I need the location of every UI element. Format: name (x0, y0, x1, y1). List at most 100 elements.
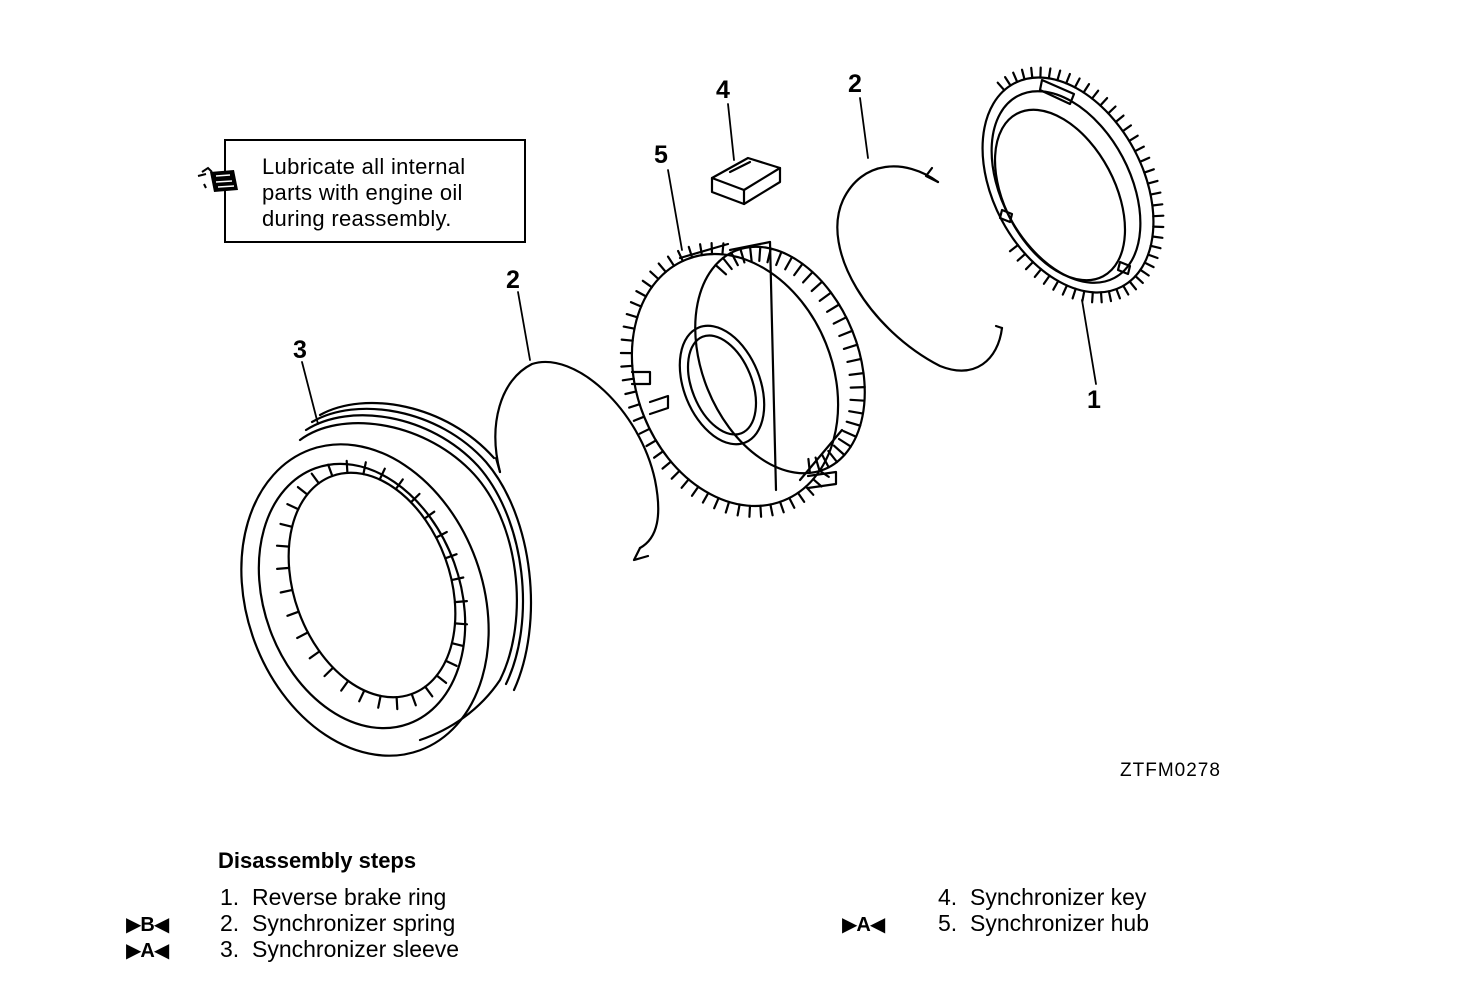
tooth (624, 390, 638, 396)
tooth (788, 496, 796, 509)
tooth (1133, 145, 1145, 153)
step-item-1: 1.Reverse brake ring (220, 884, 446, 910)
tooth (1152, 214, 1165, 218)
oil-can-icon (197, 166, 238, 192)
tooth (323, 666, 335, 678)
tooth (699, 243, 703, 257)
tooth (279, 588, 294, 594)
tooth (749, 246, 753, 263)
synchronizer-sleeve (240, 401, 533, 757)
step-marker-2: ▶B◀ (126, 914, 169, 936)
tooth (308, 650, 321, 660)
tooth (1107, 105, 1117, 115)
tooth (1073, 77, 1081, 89)
tooth (327, 463, 334, 478)
tooth (848, 372, 865, 376)
step-label: Synchronizer sleeve (252, 936, 460, 962)
callout-ring: 1 (1087, 386, 1101, 414)
tooth (1107, 290, 1113, 303)
tooth (1128, 134, 1139, 142)
callout-spring-right: 2 (848, 70, 862, 98)
callout-spring-left: 2 (506, 266, 520, 294)
tooth (450, 576, 465, 582)
tooth (1061, 284, 1068, 296)
tooth (1143, 261, 1155, 269)
tooth (622, 325, 636, 330)
tooth (638, 427, 651, 435)
step-marker-5: ▶A◀ (842, 914, 885, 936)
tooth (849, 398, 866, 402)
tooth (690, 485, 700, 497)
tooth (1081, 290, 1086, 302)
tooth (1122, 284, 1130, 296)
tooth (1065, 72, 1071, 85)
tooth (620, 364, 634, 368)
tooth (621, 377, 635, 382)
tooth (701, 491, 710, 504)
tooth (1071, 287, 1077, 300)
tooth (779, 500, 785, 514)
tooth (1099, 97, 1109, 107)
tooth (1146, 179, 1159, 185)
hub-teeth (619, 242, 830, 518)
tooth (424, 685, 434, 698)
lubrication-note: Lubricate all internal parts with engine… (224, 139, 526, 243)
tooth (310, 472, 320, 485)
tooth (1128, 280, 1138, 291)
tooth (423, 510, 436, 520)
tooth (378, 467, 386, 481)
tooth (1082, 83, 1091, 94)
tooth (827, 449, 839, 464)
tooth (409, 492, 421, 504)
synchronizer-hub (619, 240, 866, 518)
tooth (340, 679, 350, 692)
tooth (1024, 260, 1035, 271)
tooth (1020, 68, 1026, 81)
tooth (666, 255, 676, 267)
tooth (814, 456, 821, 473)
tooth (1047, 67, 1052, 80)
tooth (1016, 252, 1027, 262)
tooth (766, 247, 772, 264)
tooth (793, 262, 804, 277)
tooth (279, 522, 294, 528)
tooth (394, 478, 404, 491)
tooth (649, 270, 660, 281)
tooth (653, 450, 665, 459)
tooth (1139, 268, 1150, 277)
reverse-brake-ring (981, 66, 1165, 304)
tooth (1114, 114, 1125, 123)
tooth (724, 500, 731, 514)
tooth (1121, 124, 1132, 133)
step-item-5: 5.Synchronizer hub (938, 910, 1149, 936)
figure-code: ZTFM0278 (1120, 760, 1221, 781)
tooth (736, 503, 741, 517)
step-label: Synchronizer hub (970, 910, 1149, 936)
step-label: Synchronizer key (970, 884, 1147, 910)
step-label: Synchronizer spring (252, 910, 456, 936)
tooth (826, 303, 841, 313)
tooth (1149, 191, 1162, 196)
tooth (620, 338, 634, 342)
step-number: 3. (220, 936, 240, 962)
tooth (362, 461, 367, 476)
synchronizer-spring-left (494, 361, 660, 562)
tooth (837, 437, 852, 448)
tooth (1149, 244, 1162, 250)
lubrication-note-text: Lubricate all internal parts with engine… (262, 154, 466, 231)
tooth (842, 429, 858, 438)
tooth (635, 290, 648, 298)
tooth (629, 301, 643, 308)
tooth (1091, 89, 1100, 100)
tooth (1030, 66, 1034, 79)
step-number: 4. (938, 884, 958, 910)
tooth (845, 420, 862, 427)
tooth (713, 497, 720, 510)
tooth (758, 245, 762, 262)
tooth (730, 251, 739, 267)
tooth (775, 250, 783, 267)
step-label: Reverse brake ring (252, 884, 447, 910)
tooth (1151, 235, 1164, 239)
tooth (641, 279, 653, 289)
tooth (818, 291, 833, 302)
